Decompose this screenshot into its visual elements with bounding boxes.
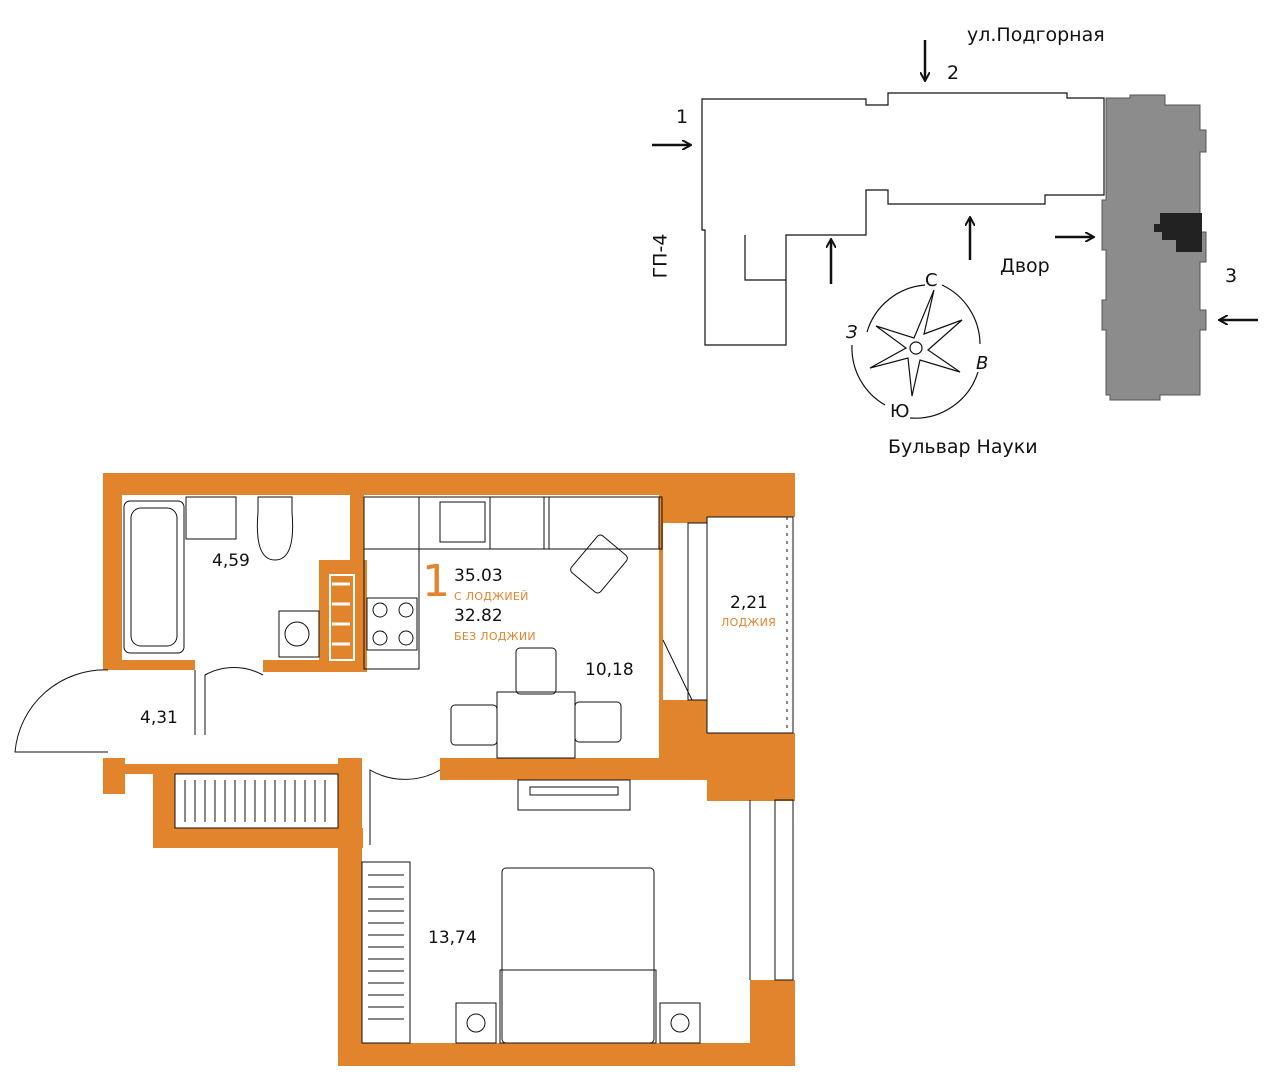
compass-rose [851,284,981,419]
compass-arc [866,284,926,333]
bedroom-door [369,769,441,845]
plan-lines [14,496,794,1044]
loggia-area: 2,21 [730,593,768,613]
without-loggia-label: БЕЗ ЛОДЖИИ [454,630,536,643]
neighbor-building-section [1154,213,1202,252]
bedroom-area: 13,74 [428,928,477,948]
entrance-arrows [652,40,1258,320]
bedroom-window [774,799,794,981]
kitchen-column [363,496,420,670]
apartment-walls [103,473,795,1066]
compass-arc [851,344,886,406]
compass-east: В [976,353,989,374]
balcony-door [687,522,708,701]
nightstand-left [455,1002,497,1044]
kitchen-living-area: 10,18 [585,660,634,680]
entrance-door [14,669,109,753]
washing-machine-drum [284,621,310,647]
bathtub [123,500,185,654]
nightstand-right [659,1002,701,1044]
fridge [489,496,545,550]
vent-shaft [332,582,350,646]
street-bottom-label: Бульвар Науки [888,436,1038,458]
desk [548,496,660,550]
entrance-2-label: 2 [947,62,960,84]
vent-shaft-inner [329,574,355,661]
street-top-label: ул.Подгорная [967,24,1105,46]
compass-arc [941,284,981,345]
compass-arc [909,371,979,419]
compass-west: З [846,322,858,343]
area-without-loggia: 32.82 [454,606,503,626]
bathroom-area: 4,59 [212,551,250,571]
hall-wardrobe [174,773,339,829]
with-loggia-label: С ЛОДЖИЕЙ [454,590,529,603]
room-count: 1 [422,556,450,607]
washbasin [185,496,237,540]
hall-area: 4,31 [140,708,178,728]
building-inner-line [744,235,786,281]
toilet [256,496,294,561]
entrance-3-label: 3 [1225,265,1238,287]
building-gp4-outline [701,92,1105,346]
kitchen-sink [439,501,486,543]
loggia-label: ЛОДЖИЯ [721,616,777,629]
bathtub-inner [130,507,178,647]
bathroom-door [204,667,264,735]
compass-south: Ю [890,401,910,422]
neighbor-building [1101,94,1207,401]
stove [366,597,418,651]
kitchen-counter [363,496,663,550]
compass-star [869,289,963,397]
compass-center [909,341,923,355]
bedroom-wardrobe [361,861,411,1044]
hall-wardrobe-hangers [184,780,326,822]
tv-stand [517,779,631,811]
compass-north: С [925,270,938,291]
building-label: ГП-4 [649,233,672,279]
site-plan [701,92,1105,346]
bed [501,867,655,1044]
entrance-1-label: 1 [676,106,689,128]
dining-table [496,691,576,759]
area-with-loggia: 35.03 [454,566,503,586]
yard-label: Двор [1000,255,1050,277]
washing-machine [278,610,320,658]
bedroom-wardrobe-hangers [368,874,404,1020]
